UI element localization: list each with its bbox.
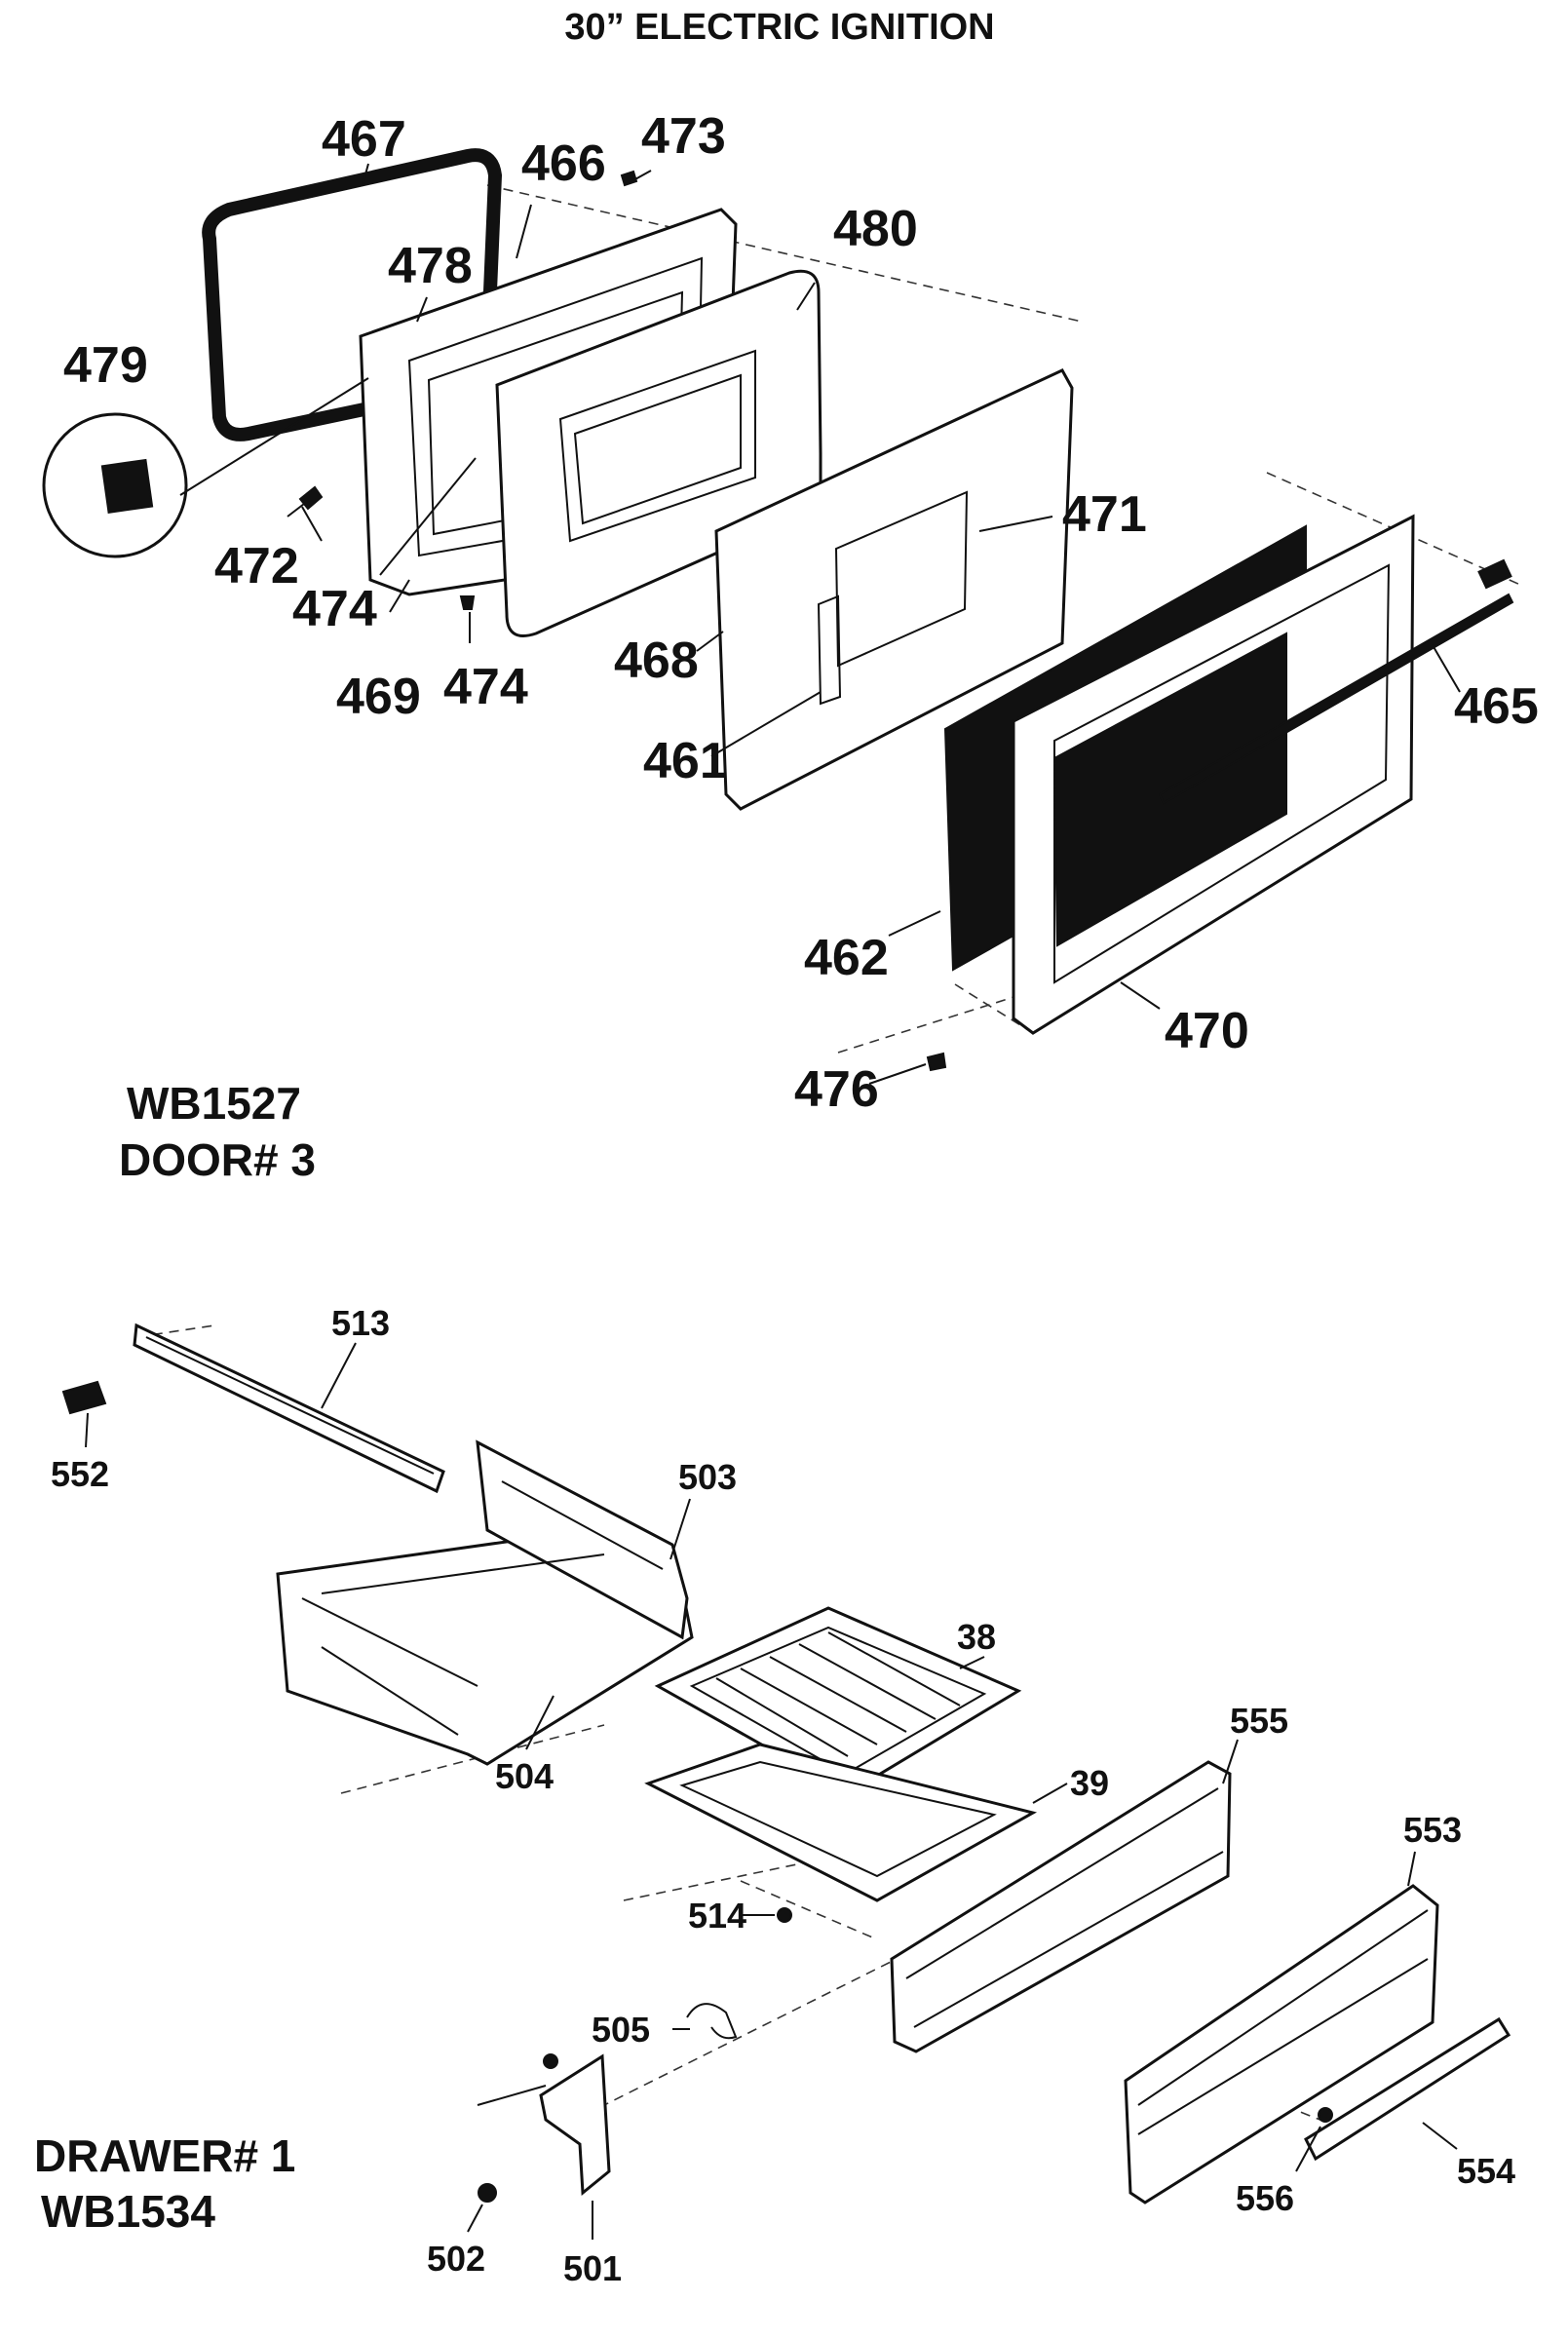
door-callouts: 467 466 473 478 480 479 472 474 469 474 …	[63, 108, 1539, 1118]
drawer-callouts: 513 552 503 38 504 555 39 553 514 505 55…	[51, 1303, 1515, 2288]
callout-468: 468	[614, 633, 699, 689]
callout-474: 474	[292, 581, 377, 637]
bracket-501	[539, 2053, 611, 2197]
callout-461: 461	[643, 733, 728, 789]
callout-504: 504	[495, 1756, 554, 1796]
callout-38: 38	[957, 1617, 996, 1657]
callout-472: 472	[214, 538, 299, 594]
door-label: DOOR# 3	[119, 1134, 316, 1185]
callout-467: 467	[322, 111, 406, 168]
drawer-front-555	[890, 1760, 1232, 2053]
callout-554: 554	[1457, 2151, 1515, 2191]
callout-552: 552	[51, 1454, 109, 1494]
callout-502: 502	[427, 2239, 485, 2279]
drawer-leaders	[85, 1342, 1458, 2240]
door-assembly	[42, 148, 1521, 1072]
callout-462: 462	[804, 930, 889, 986]
diagram-title: 30” ELECTRIC IGNITION	[564, 7, 994, 48]
door-liner-480	[495, 269, 822, 637]
callout-514: 514	[688, 1896, 746, 1936]
handle-465	[1158, 593, 1514, 805]
door-model: WB1527	[127, 1078, 301, 1129]
callout-513: 513	[331, 1303, 390, 1343]
callout-471: 471	[1062, 486, 1147, 543]
door-leaders	[301, 163, 1461, 1085]
callout-555: 555	[1230, 1701, 1288, 1741]
callout-473: 473	[641, 108, 726, 165]
callout-474-lower: 474	[443, 659, 528, 715]
callout-553: 553	[1403, 1810, 1462, 1850]
rail-513	[133, 1323, 445, 1494]
callout-505: 505	[592, 2010, 650, 2050]
callout-503: 503	[678, 1457, 737, 1497]
clip-552	[61, 1380, 107, 1415]
callout-476: 476	[794, 1061, 879, 1118]
callout-556: 556	[1236, 2178, 1294, 2218]
callout-478: 478	[388, 238, 473, 294]
callout-39: 39	[1070, 1763, 1109, 1803]
callout-479: 479	[63, 337, 148, 394]
callout-465: 465	[1454, 678, 1539, 735]
outer-panel-553	[1124, 1884, 1439, 2205]
handle-rod-554	[1304, 2016, 1511, 2162]
drawer-assembly	[61, 1323, 1511, 2205]
pan-39	[644, 1743, 1038, 1902]
drawer-label: DRAWER# 1	[34, 2130, 295, 2181]
callout-480: 480	[833, 201, 918, 257]
callout-501: 501	[563, 2248, 622, 2288]
inner-panel-468	[714, 368, 1074, 811]
drawer-model: WB1534	[41, 2186, 215, 2237]
callout-470: 470	[1165, 1003, 1249, 1059]
callout-466: 466	[521, 135, 606, 192]
callout-469: 469	[336, 669, 421, 725]
